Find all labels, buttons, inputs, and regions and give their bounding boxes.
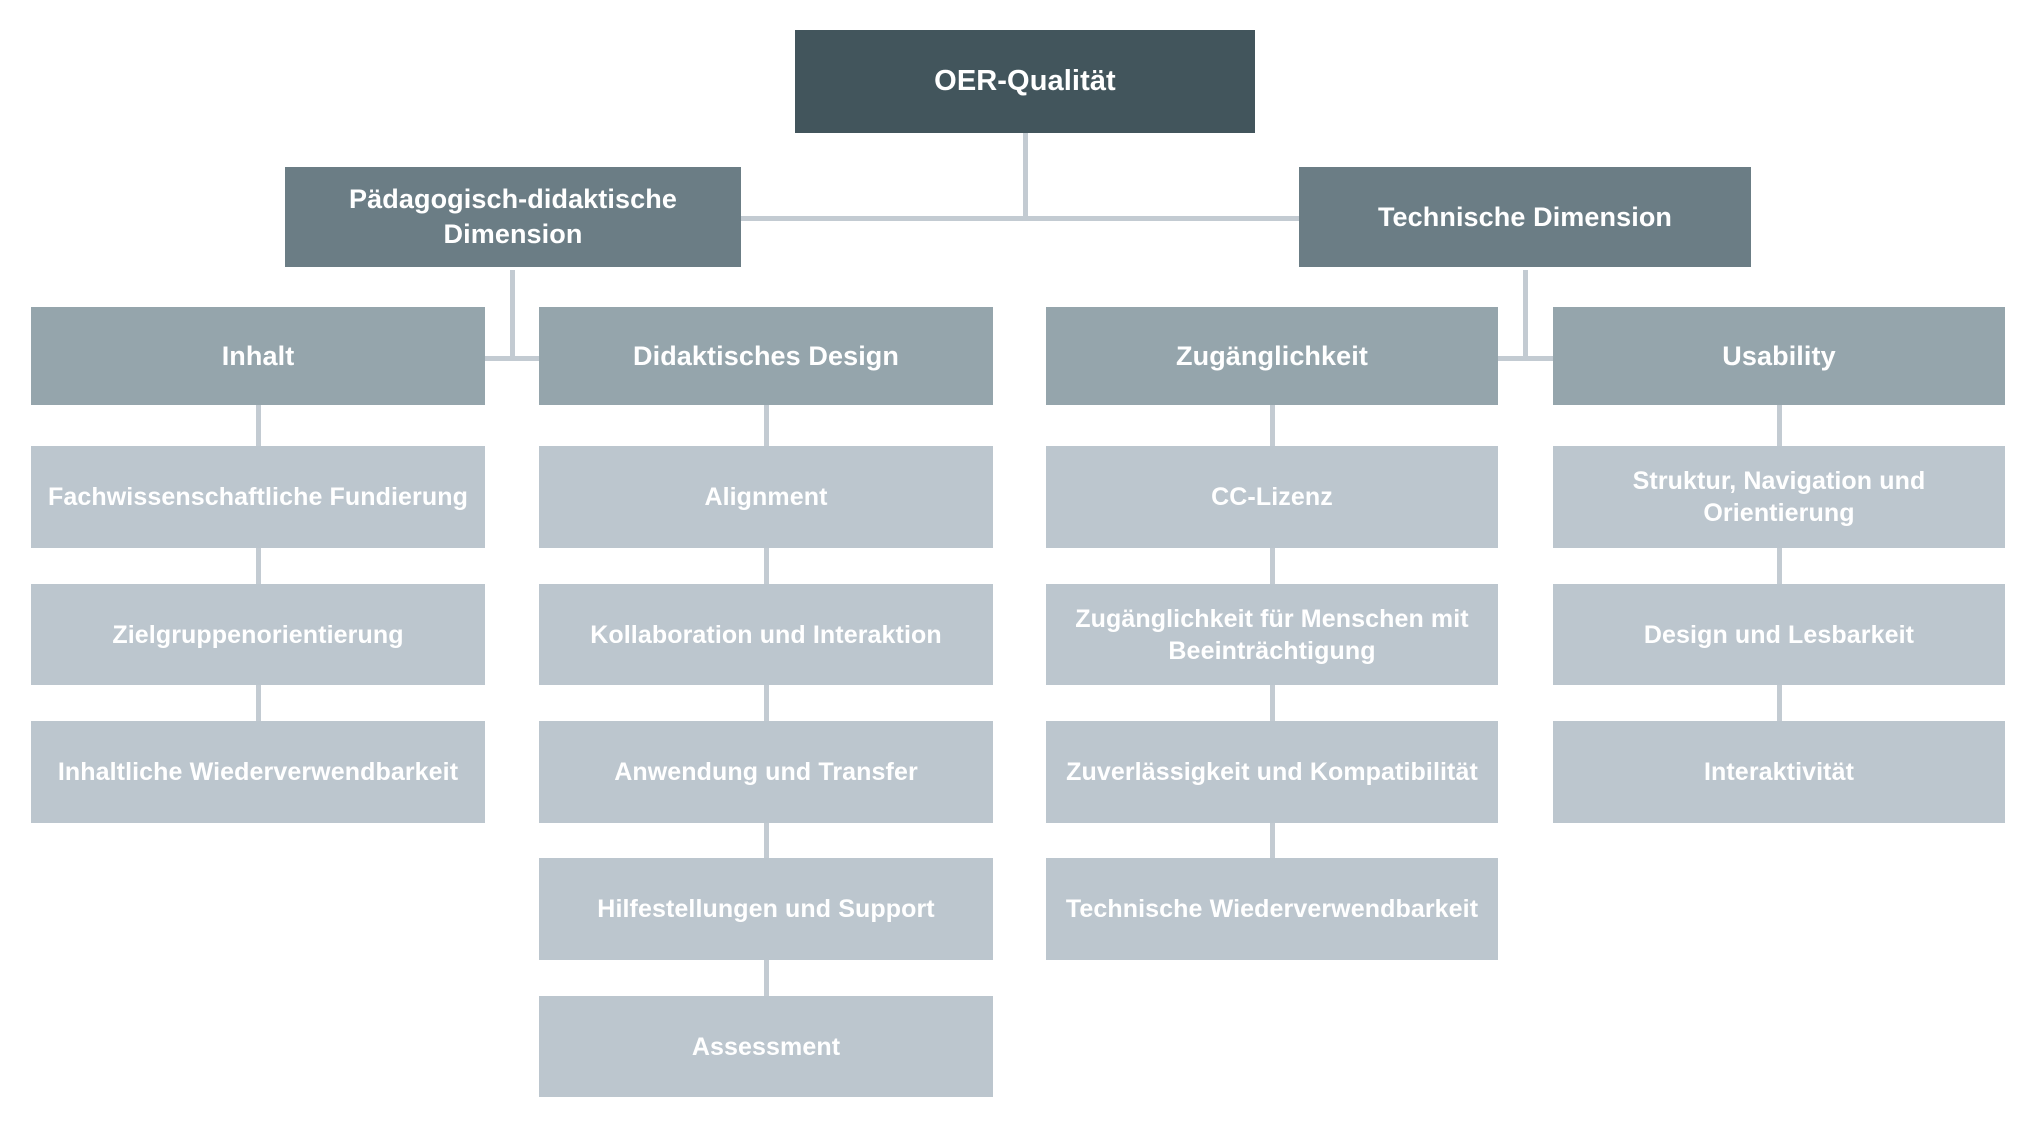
node-inhalt[interactable]: Inhalt — [31, 307, 485, 405]
node-oer-qualitaet[interactable]: OER-Qualität — [795, 30, 1255, 133]
node-assessment[interactable]: Assessment — [539, 996, 993, 1097]
connector-root-down — [1023, 133, 1028, 221]
connector-usability-1 — [1777, 405, 1782, 447]
connector-tech-spine — [1498, 356, 1555, 361]
node-zielgruppenorientierung[interactable]: Zielgruppenorientierung — [31, 584, 485, 685]
connector-didaktik-2 — [764, 548, 769, 585]
node-design-und-lesbarkeit[interactable]: Design und Lesbarkeit — [1553, 584, 2005, 685]
node-cc-lizenz[interactable]: CC-Lizenz — [1046, 446, 1498, 548]
node-fachwissenschaftliche-fundierung[interactable]: Fachwissenschaftliche Fundierung — [31, 446, 485, 548]
connector-didaktik-5 — [764, 960, 769, 997]
node-zuverlaessigkeit-und-kompatibilitaet[interactable]: Zuverlässigkeit und Kompatibilität — [1046, 721, 1498, 823]
node-didaktisches-design[interactable]: Didaktisches Design — [539, 307, 993, 405]
node-technische-dimension[interactable]: Technische Dimension — [1299, 167, 1751, 267]
connector-didaktik-3 — [764, 685, 769, 722]
node-struktur-navigation-und-orientierung[interactable]: Struktur, Navigation und Orientierung — [1553, 446, 2005, 548]
connector-paed-spine — [485, 356, 545, 361]
connector-zugang-1 — [1270, 405, 1275, 447]
node-technische-wiederverwendbarkeit[interactable]: Technische Wiederverwendbarkeit — [1046, 858, 1498, 960]
node-inhaltliche-wiederverwendbarkeit[interactable]: Inhaltliche Wiederverwendbarkeit — [31, 721, 485, 823]
node-hilfestellungen-und-support[interactable]: Hilfestellungen und Support — [539, 858, 993, 960]
connector-usability-2 — [1777, 548, 1782, 585]
connector-dimension-spine — [740, 216, 1300, 221]
node-interaktivitaet[interactable]: Interaktivität — [1553, 721, 2005, 823]
node-zugaenglichkeit-fuer-menschen-mit-beeintraechtigung[interactable]: Zugänglichkeit für Menschen mit Beeinträ… — [1046, 584, 1498, 685]
connector-didaktik-1 — [764, 405, 769, 447]
connector-zugang-4 — [1270, 822, 1275, 859]
connector-inhalt-3 — [256, 685, 261, 722]
node-alignment[interactable]: Alignment — [539, 446, 993, 548]
connector-zugang-3 — [1270, 685, 1275, 722]
connector-usability-3 — [1777, 685, 1782, 722]
connector-zugang-2 — [1270, 548, 1275, 585]
connector-didaktik-4 — [764, 822, 769, 859]
connector-paed-down — [510, 270, 515, 360]
connector-inhalt-2 — [256, 548, 261, 585]
node-anwendung-und-transfer[interactable]: Anwendung und Transfer — [539, 721, 993, 823]
node-usability[interactable]: Usability — [1553, 307, 2005, 405]
node-paedagogisch-didaktische-dimension[interactable]: Pädagogisch-didaktische Dimension — [285, 167, 741, 267]
connector-inhalt-1 — [256, 405, 261, 447]
connector-tech-down — [1523, 270, 1528, 360]
node-kollaboration-und-interaktion[interactable]: Kollaboration und Interaktion — [539, 584, 993, 685]
node-zugaenglichkeit[interactable]: Zugänglichkeit — [1046, 307, 1498, 405]
